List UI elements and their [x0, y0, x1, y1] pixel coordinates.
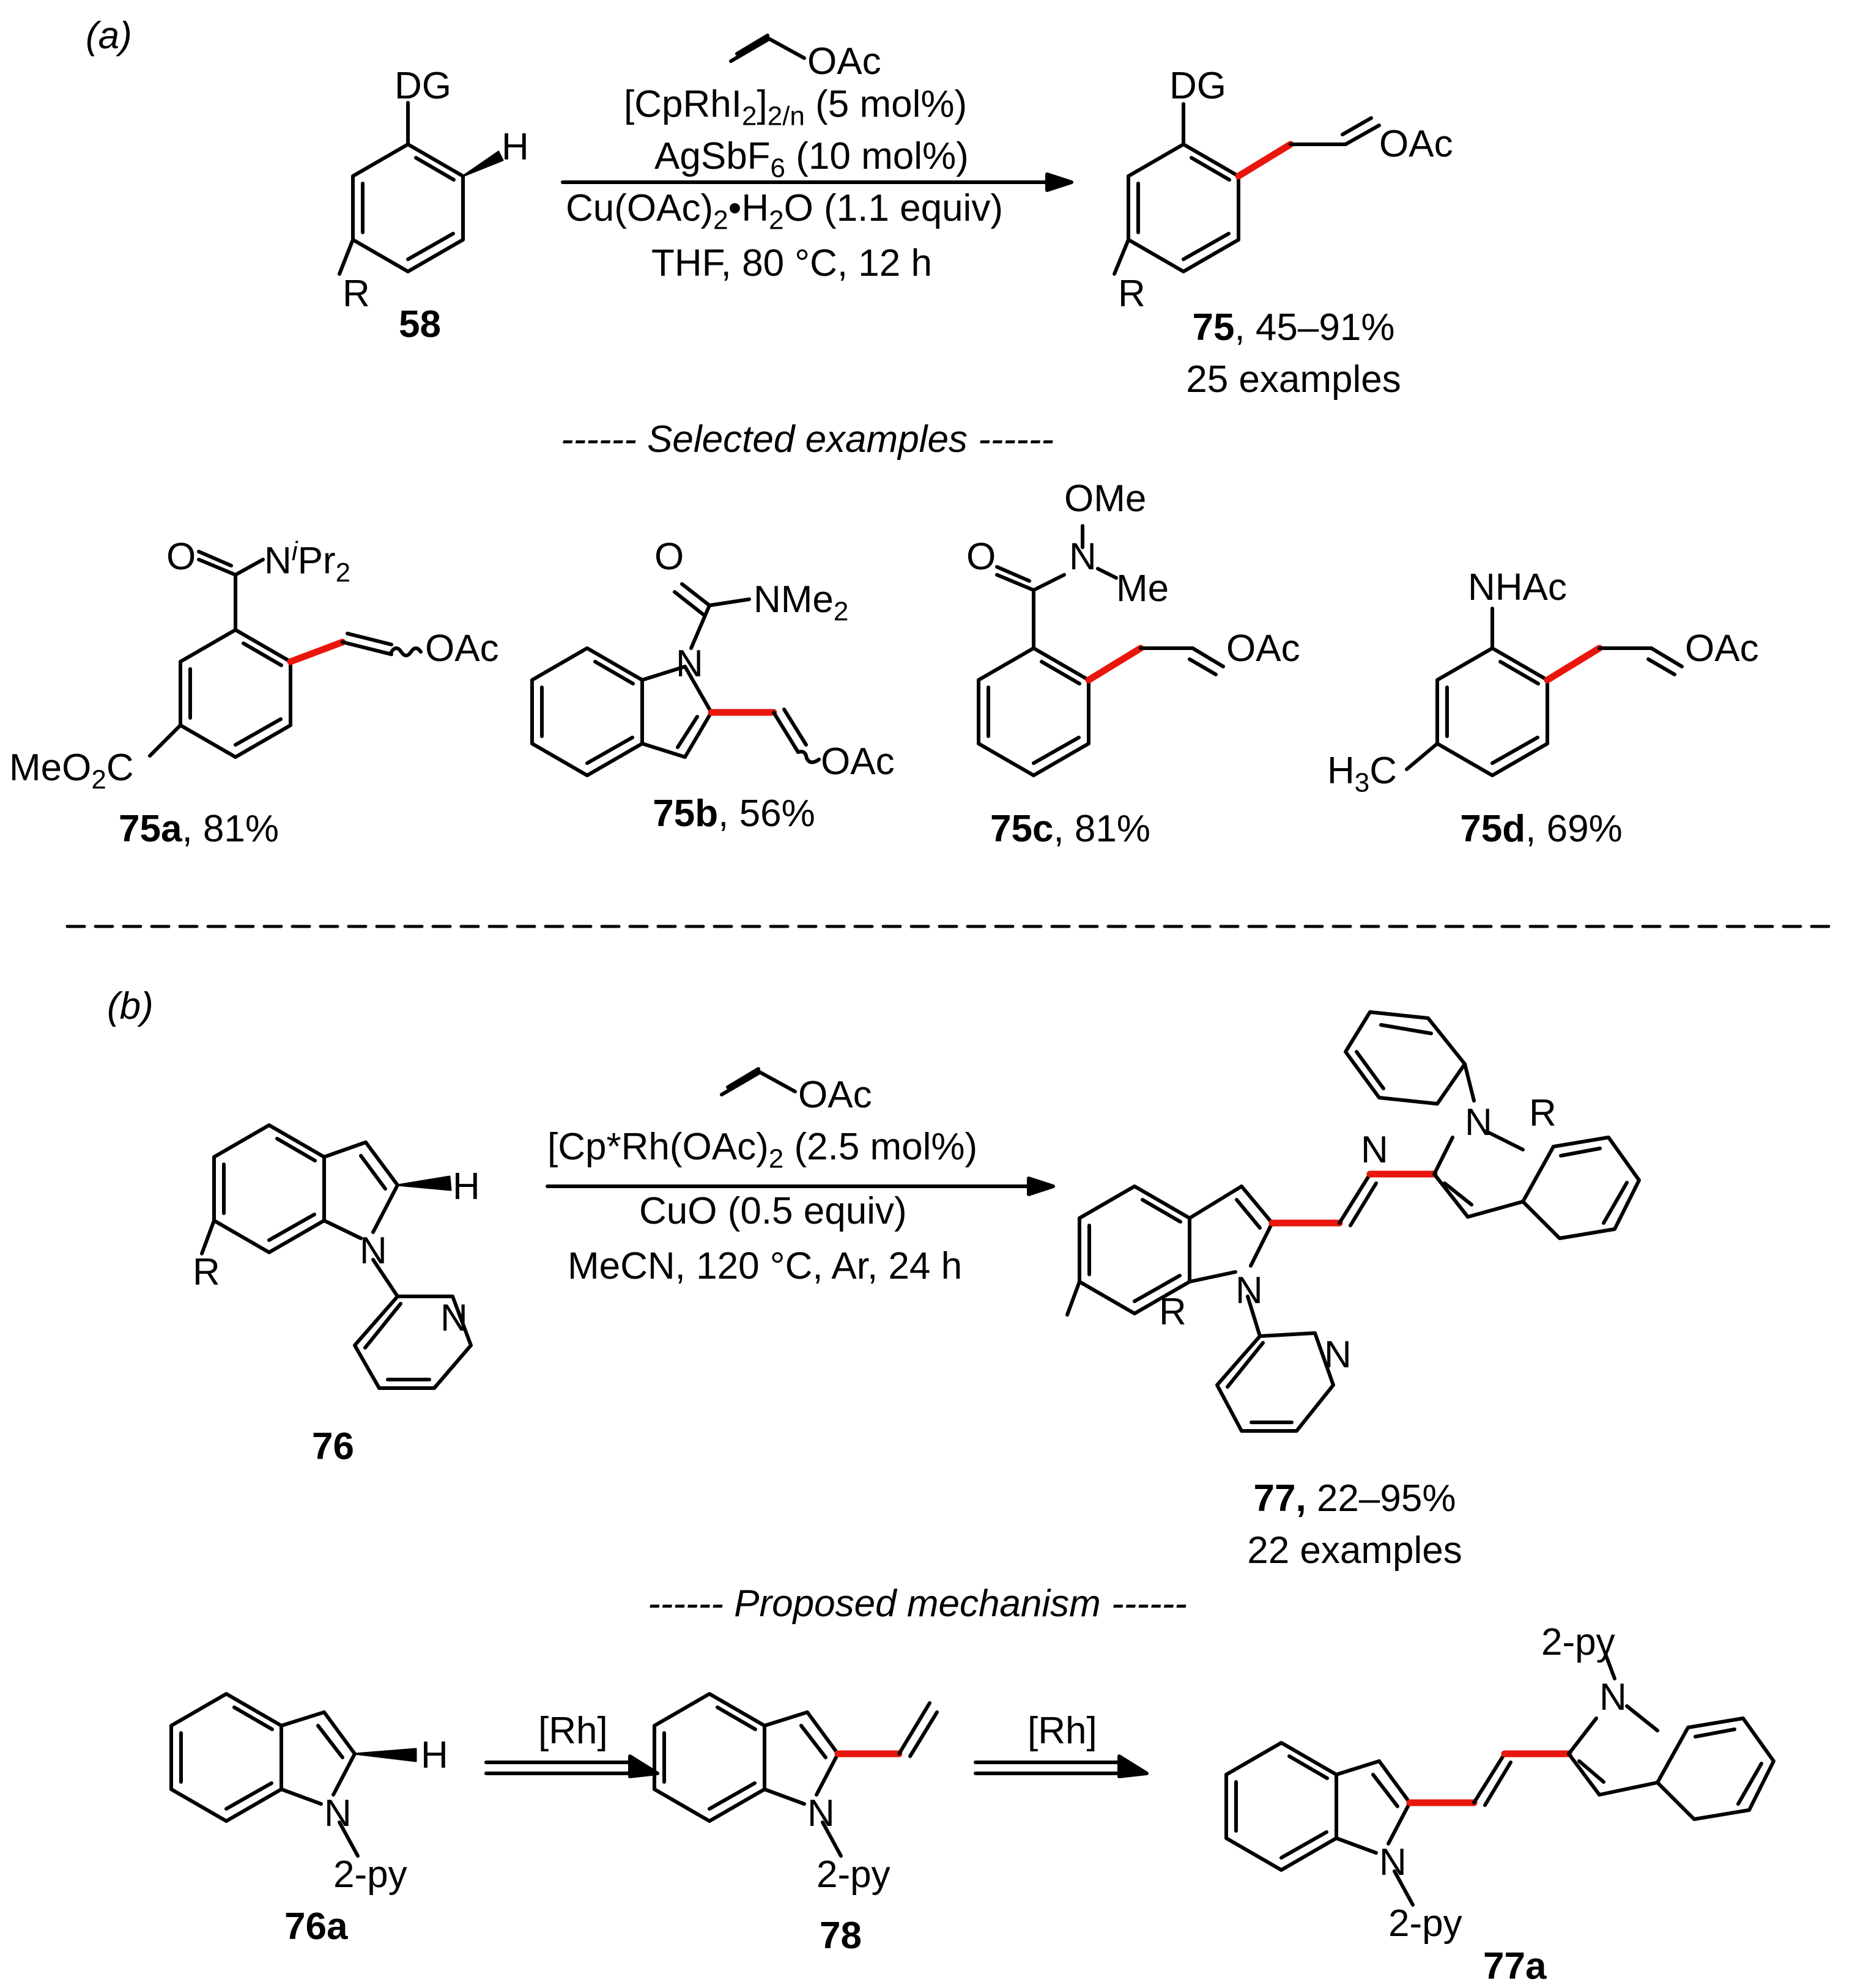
reactant-76-n1: N — [360, 1230, 387, 1272]
reactant-58-structure — [338, 101, 504, 276]
reactant-76-id: 76 — [312, 1425, 354, 1468]
condition-b-oxidant: CuO (0.5 equiv) — [639, 1190, 907, 1232]
mechanism-arrow-2 — [974, 1754, 1149, 1778]
ex-75d-oac: OAc — [1685, 627, 1759, 670]
reactant-58-r: R — [342, 273, 370, 315]
example-75a-structure — [148, 550, 423, 759]
mechanism-78-structure — [653, 1692, 939, 1858]
ex-75b-nme2: NMe2 — [753, 578, 849, 627]
mechanism-arrow-1 — [484, 1754, 659, 1778]
product-77-examples: 22 examples — [1247, 1529, 1462, 1572]
mech-78-py: 2-py — [816, 1853, 890, 1896]
product-75-structure — [1113, 102, 1381, 276]
ex-75a-oac: OAc — [425, 627, 499, 670]
mech-76a-n: N — [324, 1792, 352, 1835]
reaction-arrow-a — [561, 34, 1073, 192]
example-75d-structure — [1405, 607, 1684, 777]
mech-77a-n-bottom: N — [1379, 1841, 1407, 1883]
panel-a-label: (a) — [86, 15, 132, 57]
reactant-58-id: 58 — [399, 303, 441, 345]
condition-a-oxidant: Cu(OAc)2•H2O (1.1 equiv) — [566, 187, 1003, 235]
product-77-n-bottom-py: N — [1324, 1334, 1352, 1376]
product-77-r-top: R — [1529, 1092, 1557, 1134]
reactant-58-dg: DG — [394, 65, 451, 107]
mech-arrow-1-label: [Rh] — [538, 1710, 608, 1752]
product-75-dg: DG — [1169, 65, 1226, 107]
ex-75a-ester: MeO2C — [9, 747, 134, 795]
product-77-r-bottom: R — [1159, 1291, 1187, 1333]
product-77-n-top-py: N — [1361, 1129, 1388, 1171]
mech-77a-n-top: N — [1599, 1676, 1627, 1718]
mech-77a-py-top: 2-py — [1541, 1621, 1615, 1663]
ex-75b-o: O — [654, 536, 684, 578]
reactant-76-structure — [200, 1123, 473, 1390]
product-77-structure — [1065, 1010, 1641, 1433]
ex-75b-n: N — [676, 643, 703, 685]
ex-75d-methyl: H3C — [1327, 750, 1398, 798]
condition-a-solvent: THF, 80 °C, 12 h — [651, 242, 932, 284]
product-75-caption: 75, 45–91% — [1192, 306, 1395, 349]
ex-75a-amide: NiPr2 — [264, 536, 351, 588]
reactant-76-h: H — [453, 1166, 480, 1208]
mech-78-n: N — [807, 1792, 835, 1835]
mech-76a-id: 76a — [284, 1905, 348, 1948]
selected-examples-header: ------ Selected examples ------ — [560, 418, 1054, 460]
mechanism-77a-structure — [1224, 1652, 1775, 1907]
panel-b-label: (b) — [107, 985, 154, 1027]
condition-a-additive: AgSbF6 (10 mol%) — [654, 135, 969, 183]
ex-75b-oac: OAc — [821, 741, 895, 783]
mech-77a-id: 77a — [1483, 1945, 1547, 1987]
reaction-arrow-b — [546, 1067, 1055, 1196]
ex-75c-oac: OAc — [1226, 627, 1300, 670]
mech-76a-h: H — [421, 1734, 448, 1776]
product-75-examples: 25 examples — [1186, 358, 1401, 401]
ex-75c-o: O — [966, 536, 996, 578]
ex-75c-n: N — [1069, 536, 1097, 578]
ex-75d-caption: 75d, 69% — [1460, 808, 1623, 850]
mechanism-76a-structure — [169, 1692, 417, 1858]
mech-78-id: 78 — [820, 1915, 862, 1957]
reactant-76-r: R — [193, 1251, 220, 1293]
reactant-58-h: H — [502, 126, 529, 168]
mech-76a-py: 2-py — [333, 1853, 407, 1896]
product-77-n-top: N — [1465, 1101, 1492, 1144]
product-77-n-bottom: N — [1235, 1269, 1263, 1312]
product-77-caption: 77, 22–95% — [1253, 1477, 1456, 1520]
ex-75a-caption: 75a, 81% — [119, 808, 279, 850]
reactant-76-n-py: N — [440, 1297, 468, 1339]
example-75b-structure — [530, 582, 821, 777]
condition-b-solvent: MeCN, 120 °C, Ar, 24 h — [568, 1245, 963, 1287]
ex-75b-caption: 75b, 56% — [653, 793, 815, 835]
vinyl-acetate-oac-a: OAc — [807, 40, 881, 83]
proposed-mechanism-header: ------ Proposed mechanism ------ — [648, 1583, 1187, 1625]
example-75c-structure — [977, 524, 1225, 777]
product-75-oac: OAc — [1379, 123, 1453, 165]
condition-b-catalyst: [Cp*Rh(OAc)2 (2.5 mol%) — [547, 1126, 978, 1174]
mech-77a-py-bottom: 2-py — [1388, 1902, 1462, 1945]
ex-75d-nhac: NHAc — [1468, 566, 1567, 608]
mech-arrow-2-label: [Rh] — [1027, 1710, 1097, 1752]
ex-75a-o: O — [166, 536, 196, 578]
condition-a-catalyst: [CpRhI2]2/n (5 mol%) — [624, 83, 968, 131]
vinyl-acetate-oac-b: OAc — [798, 1074, 872, 1116]
product-75-r: R — [1118, 273, 1146, 315]
ex-75c-ome: OMe — [1064, 478, 1147, 520]
ex-75c-me: Me — [1116, 567, 1169, 610]
ex-75c-caption: 75c, 81% — [990, 808, 1150, 850]
